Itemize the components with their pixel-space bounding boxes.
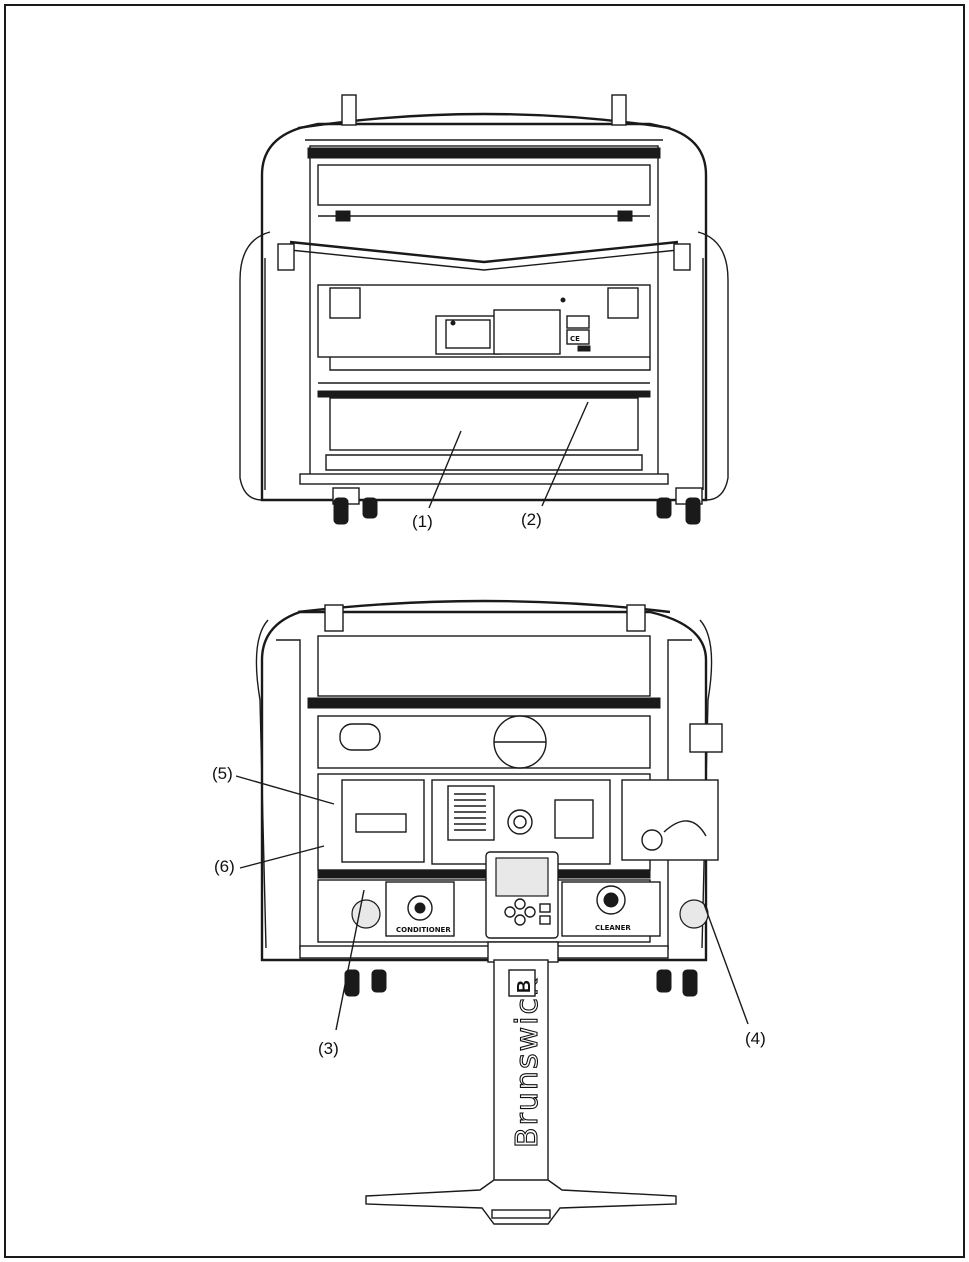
callout-3-leader	[335, 889, 365, 1031]
callout-2-leader	[541, 401, 589, 507]
callout-3: (3)	[318, 1039, 339, 1058]
machine-top-view: CE	[239, 94, 729, 525]
top-left-latch	[341, 94, 357, 126]
figure-frame	[4, 4, 965, 1258]
control-display	[495, 857, 549, 897]
callout-5: (5)	[212, 764, 233, 783]
bottom-base-bar	[299, 945, 669, 959]
conditioner-label: CONDITIONER	[396, 926, 451, 934]
callout-4: (4)	[745, 1029, 766, 1048]
top-lower-roller	[329, 397, 639, 451]
callout-6-leader	[239, 845, 325, 869]
callout-5-leader	[235, 775, 335, 805]
machine-bottom-view: CONDITIONER CLEANER Brunswick	[255, 599, 723, 1225]
bottom-left-door	[276, 639, 301, 950]
top-left-wheels	[332, 487, 378, 525]
brand-name: Brunswick	[510, 977, 545, 1148]
bottom-shell-outline	[260, 610, 708, 962]
handle-pole	[493, 959, 549, 1191]
top-black-bar	[307, 147, 661, 159]
callout-1-leader	[428, 430, 462, 509]
brand-logo-letter: B	[514, 980, 534, 993]
top-left-side-panel	[239, 231, 271, 501]
callout-1: (1)	[412, 512, 433, 531]
cleaner-label: CLEANER	[595, 924, 631, 932]
bottom-right-wheels	[656, 969, 698, 997]
callout-2: (2)	[521, 510, 542, 529]
right-motor-assembly	[621, 779, 719, 861]
brand-logo	[508, 969, 536, 997]
callout-4-leader	[703, 903, 749, 1025]
top-right-wheels	[656, 487, 703, 525]
bottom-left-wheels	[344, 969, 387, 997]
bottom-upper-roller	[317, 635, 651, 697]
top-right-latch	[611, 94, 627, 126]
callout-6: (6)	[214, 857, 235, 876]
ce-mark: CE	[570, 335, 580, 343]
top-v-linkage	[289, 240, 679, 264]
top-right-side-panel	[697, 231, 729, 501]
left-filter	[351, 899, 381, 929]
top-buffer-strip	[317, 390, 651, 398]
handle-neck	[487, 941, 559, 963]
handle-grip	[365, 1179, 677, 1225]
top-base-bar	[299, 473, 669, 485]
top-upper-roller	[317, 164, 651, 206]
